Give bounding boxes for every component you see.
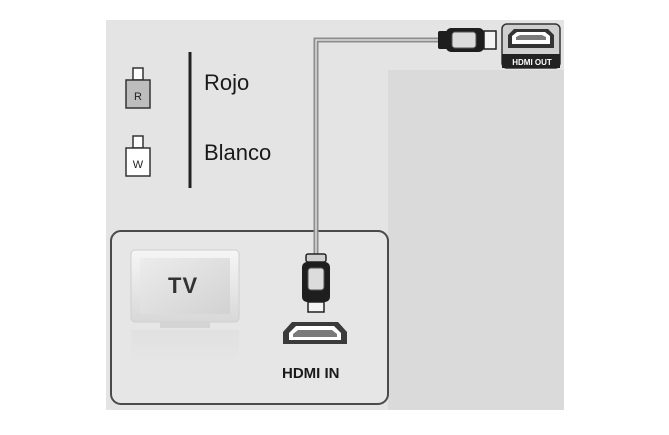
hdmi-out-port — [501, 23, 561, 69]
hdmi-in-label: HDMI IN — [282, 365, 340, 382]
device-panel — [388, 70, 564, 410]
hdmi-plug-tv-end-icon — [302, 253, 330, 313]
rca-red-letter: R — [134, 91, 142, 103]
hdmi-out-port-icon — [508, 29, 554, 48]
legend-red-label: Rojo — [204, 70, 250, 95]
rca-red-plug-icon: R — [125, 67, 151, 109]
rca-white-letter: W — [133, 159, 144, 171]
legend-white-label: Blanco — [204, 140, 272, 165]
hdmi-out-label: HDMI OUT — [512, 58, 552, 67]
tv-icon — [130, 249, 240, 364]
hdmi-in-port-icon — [283, 322, 347, 344]
rca-white-plug-icon: W — [125, 135, 151, 177]
tv-label: TV — [168, 273, 199, 298]
hdmi-plug-device-end-icon — [438, 28, 497, 52]
